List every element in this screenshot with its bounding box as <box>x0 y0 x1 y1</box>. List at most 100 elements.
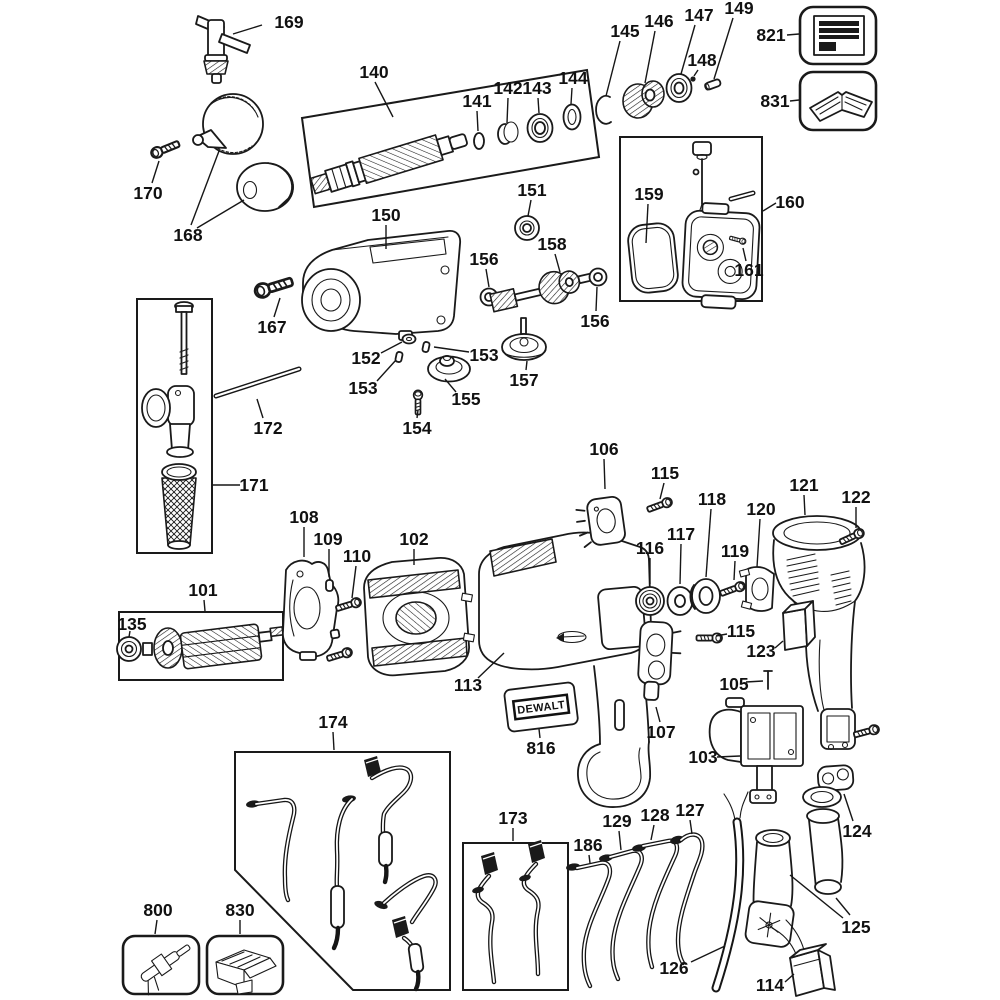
part-number: 821 <box>756 25 785 45</box>
leader-line <box>789 99 800 102</box>
part-number: 125 <box>841 917 870 937</box>
part-number: 150 <box>371 205 400 225</box>
wire-assembly <box>246 797 297 903</box>
callout-148: 148 <box>687 50 717 77</box>
part-number: 108 <box>289 507 318 527</box>
part-number: 117 <box>667 524 695 544</box>
part-pin-105 <box>763 670 773 690</box>
part-washer-117 <box>666 586 694 616</box>
leader-line <box>645 203 649 244</box>
part-gearbox-housing <box>681 202 761 310</box>
part-number: 153 <box>348 378 377 398</box>
callout-120: 120 <box>746 499 776 568</box>
part-bearing-151 <box>514 215 540 241</box>
part-number: 159 <box>634 184 663 204</box>
callout-126: 126 <box>659 945 726 978</box>
callout-157: 157 <box>509 360 539 390</box>
part-number: 116 <box>636 538 664 558</box>
part-number: 126 <box>659 958 688 978</box>
brush-assembly <box>472 852 498 985</box>
part-handle-grip <box>161 463 197 550</box>
callout-127: 127 <box>675 800 705 835</box>
leader-line <box>786 33 800 36</box>
leader-line <box>380 341 403 354</box>
part-number: 114 <box>756 975 784 995</box>
leader-line <box>650 824 655 841</box>
leader-line <box>742 247 747 262</box>
callout-117: 117 <box>667 524 695 585</box>
callout-168: 168 <box>173 150 245 245</box>
callout-154: 154 <box>402 409 432 438</box>
part-handle-bolt <box>174 301 194 375</box>
part-number: 171 <box>239 475 268 495</box>
callout-156: 156 <box>580 286 610 331</box>
part-cord-protector-125-b <box>802 786 844 895</box>
leader-line <box>803 494 806 516</box>
bracket-icon <box>215 949 277 995</box>
leader-line <box>151 160 160 184</box>
part-washer-152 <box>401 333 417 345</box>
part-brush-holder-107 <box>637 620 682 701</box>
part-clamshell-121 <box>772 515 866 751</box>
leader-line <box>525 360 528 371</box>
leader-line <box>273 297 281 318</box>
leader-line <box>128 630 131 638</box>
callout-153: 153 <box>433 345 499 365</box>
part-number: 102 <box>399 529 428 549</box>
leader-line <box>554 253 561 273</box>
leader-line <box>680 24 696 75</box>
part-number: 170 <box>133 183 162 203</box>
part-number: 122 <box>841 487 870 507</box>
part-number: 173 <box>498 808 527 828</box>
leader-line <box>679 543 682 585</box>
callout-121: 121 <box>789 475 819 516</box>
part-screw-119 <box>718 579 748 599</box>
callout-173: 173 <box>498 808 528 841</box>
part-number: 113 <box>454 675 482 695</box>
part-number: 172 <box>253 418 282 438</box>
leader-line <box>843 793 854 822</box>
assembly-box-173 <box>462 840 569 991</box>
callout-146: 146 <box>644 11 674 84</box>
accessory-box-821 <box>798 5 878 66</box>
brand-logo-text: DEWALT <box>517 699 566 717</box>
part-pin-153-b <box>394 351 404 363</box>
callout-109: 109 <box>313 529 343 577</box>
callout-170: 170 <box>133 160 163 203</box>
part-number: 156 <box>580 311 609 331</box>
part-number: 115 <box>651 463 679 483</box>
callout-153: 153 <box>348 359 397 398</box>
part-motor-housing-113 <box>478 531 652 808</box>
leader-line <box>332 731 335 751</box>
part-bearing-143 <box>526 113 554 143</box>
leader-line <box>588 854 591 864</box>
part-number: 158 <box>537 234 566 254</box>
leader-line <box>784 973 795 983</box>
callout-143: 143 <box>522 78 552 114</box>
leader-line <box>713 17 734 80</box>
part-number: 120 <box>746 499 775 519</box>
part-ring-144 <box>562 103 582 131</box>
part-number: 140 <box>359 62 388 82</box>
part-number: 831 <box>760 91 789 111</box>
leader-line <box>715 633 728 637</box>
part-number: 153 <box>469 345 498 365</box>
callout-155: 155 <box>444 378 481 409</box>
assembly-box-171 <box>136 298 213 554</box>
part-number: 141 <box>462 91 491 111</box>
leader-line <box>433 346 470 353</box>
leader-line <box>716 755 741 758</box>
part-lead-wire-129 <box>599 848 644 982</box>
part-field-102 <box>363 557 475 677</box>
part-selector-knob <box>692 141 712 211</box>
leader-line <box>444 378 457 393</box>
callout-106: 106 <box>589 439 619 490</box>
part-armature <box>142 623 284 670</box>
part-screw-115-b <box>695 632 723 644</box>
part-clamp-120 <box>738 566 775 612</box>
leader-line <box>376 359 397 382</box>
leader-line <box>644 30 656 84</box>
part-block-123 <box>782 600 816 651</box>
leader-line <box>756 518 761 568</box>
leader-line <box>351 565 357 599</box>
